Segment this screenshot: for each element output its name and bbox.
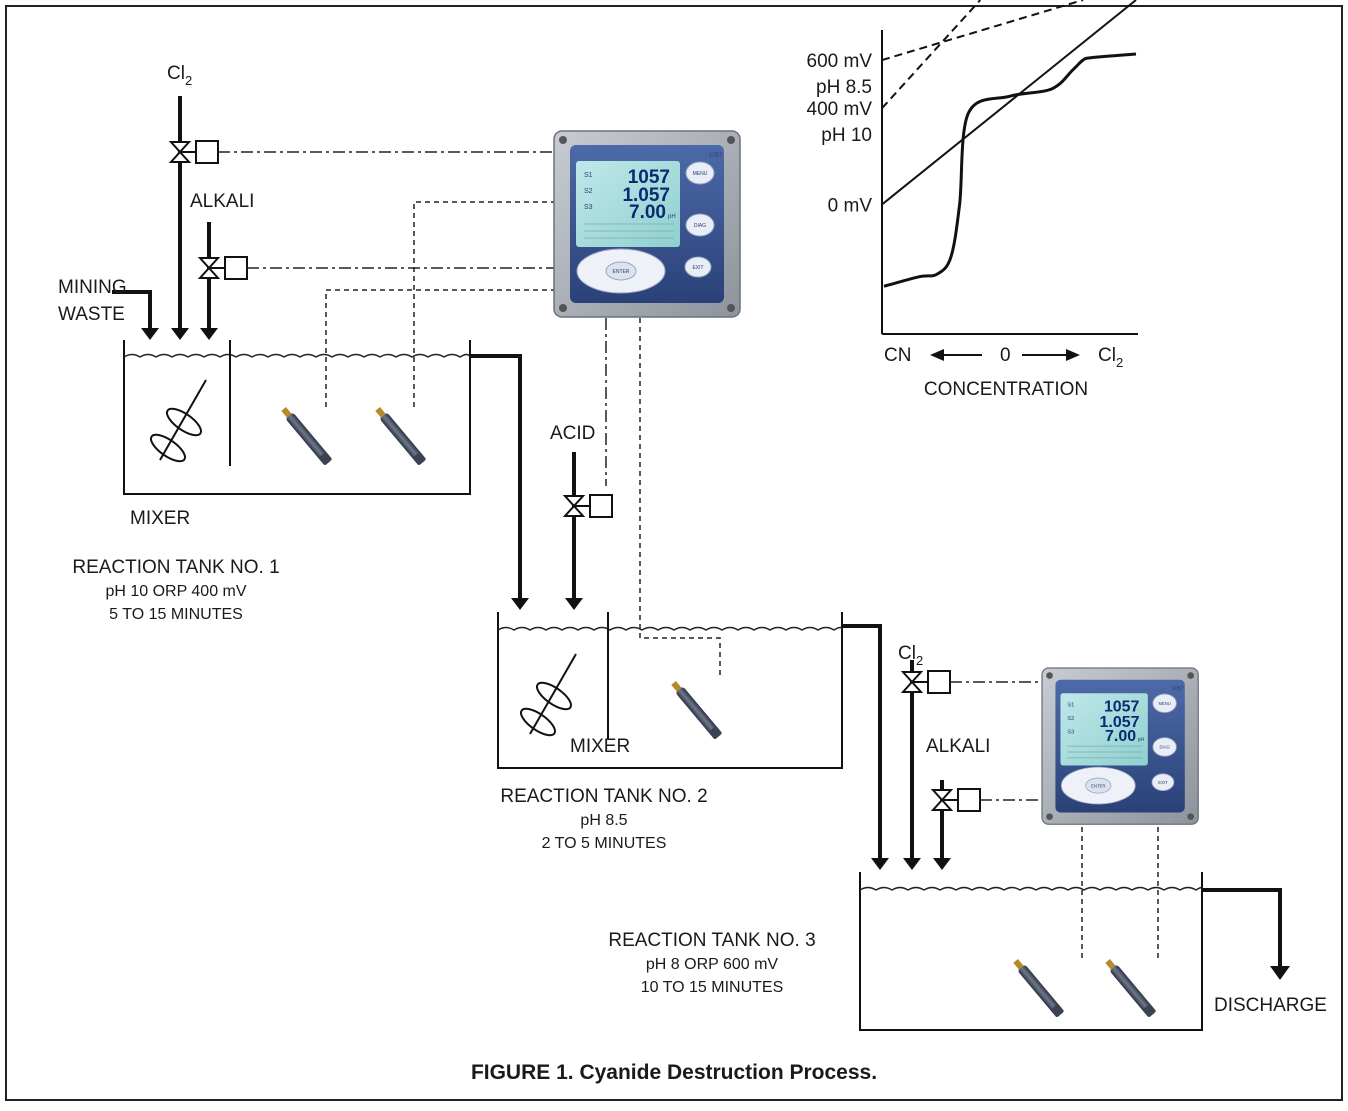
mining-waste-label: WASTE: [58, 304, 125, 325]
alkali-label: ALKALI: [190, 191, 254, 212]
probe-icon: [1103, 957, 1157, 1018]
lcd-display: [576, 161, 680, 247]
x-axis-label: CONCENTRATION: [924, 379, 1088, 400]
zero-mv-line: [881, 0, 1137, 206]
x-tick-labels: CN 0 Cl2: [884, 345, 1123, 370]
diag-button: DIAG: [694, 223, 706, 229]
lcd-reading-1: 1057: [628, 167, 670, 188]
analyzer-1057: 1057 S1 S2 S3 1057 1.057 7.00 pH MENU DI…: [1041, 667, 1199, 825]
lcd-display: [1060, 693, 1148, 766]
lcd-unit: pH: [668, 214, 676, 220]
y-tick-label: 600 mV: [807, 51, 873, 72]
figure-border: [5, 5, 1343, 1101]
lcd-row-label: S2: [584, 188, 593, 195]
menu-button: MENU: [693, 171, 708, 177]
tank-2-inlets: ACID: [470, 354, 613, 610]
lcd-unit: pH: [1138, 737, 1145, 743]
tank-3-inlets: Cl2 ALKALI: [842, 624, 1159, 958]
x-tick-label-cn: CN: [884, 345, 911, 366]
exit-button: EXIT: [1158, 780, 1168, 785]
lcd-reading-3: 7.00: [1105, 728, 1136, 745]
diag-button: DIAG: [1160, 745, 1170, 750]
lcd-row-label: S1: [1067, 703, 1074, 709]
lcd-reading-1: 1057: [1104, 699, 1140, 716]
tank-3-title: REACTION TANK NO. 3: [608, 930, 815, 951]
mixer-label: MIXER: [570, 736, 630, 757]
menu-button: MENU: [1158, 701, 1170, 706]
enter-button: ENTER: [613, 269, 630, 275]
cl2-label: Cl2: [167, 63, 192, 88]
mixer-label: MIXER: [130, 508, 190, 529]
discharge-label: DISCHARGE: [1214, 995, 1327, 1016]
y-tick-label: 0 mV: [828, 195, 873, 216]
lcd-reading-2: 1.057: [622, 185, 670, 206]
analyzer-1057: 1057 S1 S2 S3 1057 1.057 7.00 pH MENU DI…: [553, 130, 741, 318]
tank-3-time: 10 TO 15 MINUTES: [641, 979, 784, 996]
tank-2-time: 2 TO 5 MINUTES: [542, 835, 667, 852]
control-signal-lines: [218, 151, 721, 676]
lcd-row-label: S3: [584, 204, 593, 211]
tank-1-spec: pH 10 ORP 400 mV: [105, 583, 246, 600]
x-tick-label-cl2: Cl2: [1098, 345, 1123, 370]
enter-button: ENTER: [1091, 783, 1105, 788]
orp-curve: [883, 52, 1137, 288]
y-guide-line: [881, 0, 1084, 62]
mixer-impeller-icon: [519, 653, 577, 737]
cl2-label: Cl2: [898, 643, 923, 668]
model-label: 1057: [1172, 686, 1183, 692]
model-label: 1057: [709, 153, 723, 159]
y-tick-label: pH 10: [821, 125, 872, 146]
discharge-outlet: DISCHARGE: [1202, 888, 1327, 1016]
tank-1-time: 5 TO 15 MINUTES: [109, 606, 243, 623]
probe-icon: [279, 405, 333, 466]
y-tick-label: pH 8.5: [816, 77, 872, 98]
lcd-row-label: S2: [1067, 716, 1074, 722]
reaction-tank-3: REACTION TANK NO. 3 pH 8 ORP 600 mV 10 T…: [608, 872, 1204, 1031]
tank-1-title: REACTION TANK NO. 1: [72, 557, 279, 578]
mixer-impeller-icon: [149, 379, 207, 463]
tank-1-inlets: MINING WASTE Cl2 ALKALI: [58, 63, 254, 340]
lcd-row-label: S3: [1067, 730, 1075, 736]
tank-2-title: REACTION TANK NO. 2: [500, 786, 707, 807]
tank-2-spec: pH 8.5: [580, 812, 627, 829]
probe-icon: [373, 405, 427, 466]
exit-button: EXIT: [692, 265, 703, 271]
alkali-label: ALKALI: [926, 736, 990, 757]
tank-3-spec: pH 8 ORP 600 mV: [646, 956, 779, 973]
y-guide-line: [881, 0, 982, 109]
mining-waste-label: MINING: [58, 277, 127, 298]
probe-icon: [1011, 957, 1065, 1018]
figure-caption: FIGURE 1. Cyanide Destruction Process.: [471, 1061, 877, 1084]
y-tick-label: 400 mV: [807, 99, 873, 120]
reaction-tank-2: MIXER REACTION TANK NO. 2 pH 8.5 2 TO 5 …: [497, 612, 843, 852]
lcd-reading-3: 7.00: [629, 202, 666, 223]
x-tick-label-zero: 0: [1000, 345, 1011, 366]
acid-label: ACID: [550, 423, 595, 444]
probe-icon: [669, 679, 723, 740]
reaction-tank-1: MIXER REACTION TANK NO. 1 pH 10 ORP 400 …: [72, 340, 471, 623]
lcd-row-label: S1: [584, 172, 593, 179]
lcd-reading-2: 1.057: [1100, 714, 1140, 731]
